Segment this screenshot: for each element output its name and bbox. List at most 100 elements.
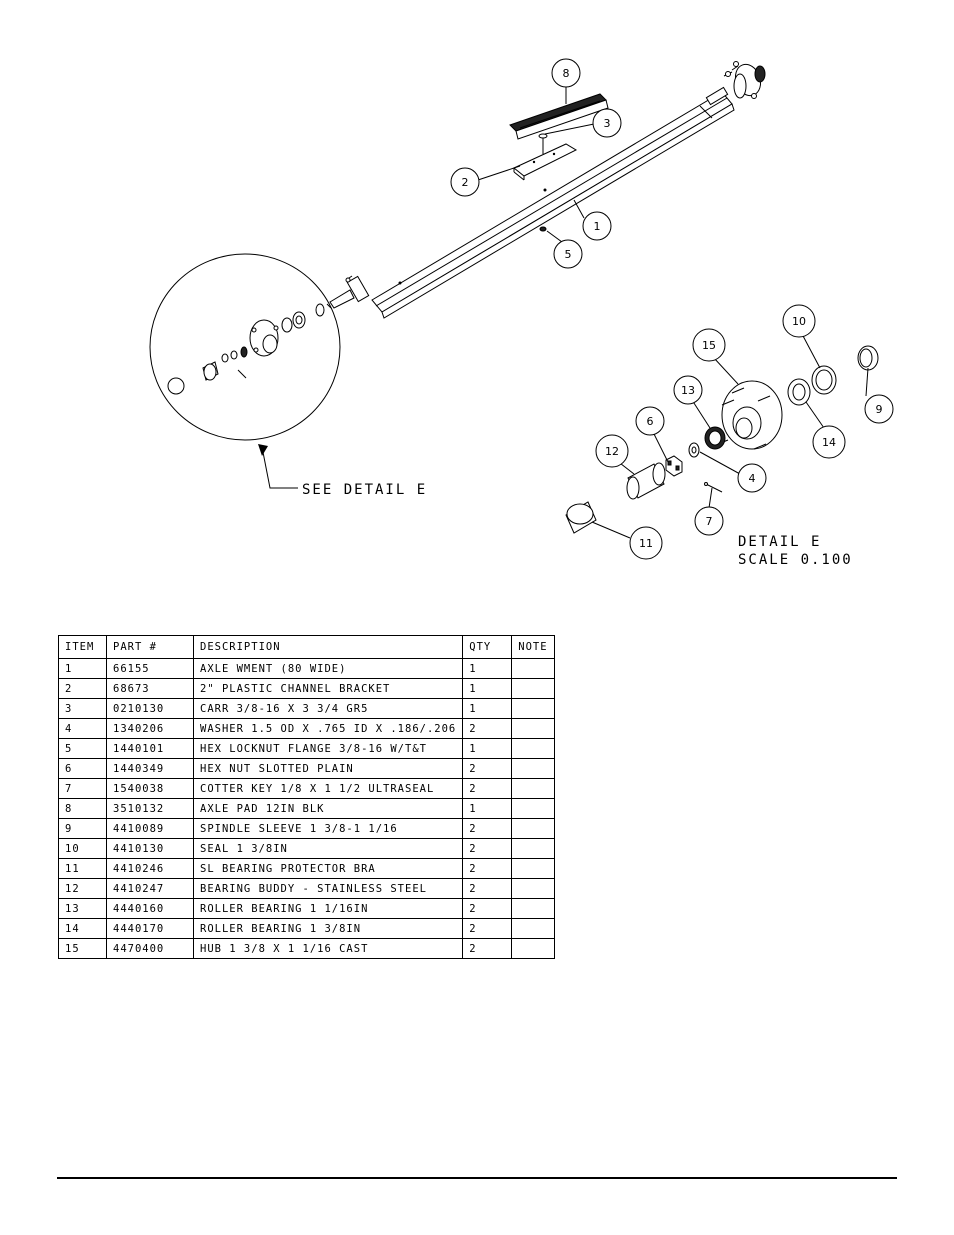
cell-description: AXLE WMENT (80 WIDE) xyxy=(192,658,464,679)
cell-note xyxy=(511,798,555,819)
cell-part: 3510132 xyxy=(106,798,194,819)
col-header-item: ITEM xyxy=(58,635,107,659)
callout-4: 4 xyxy=(737,463,767,493)
svg-text:7: 7 xyxy=(706,515,713,528)
cell-part: 68673 xyxy=(106,678,194,699)
cell-item: 11 xyxy=(58,858,107,879)
cell-qty: 1 xyxy=(462,738,513,759)
cell-part: 1440349 xyxy=(106,758,194,779)
callout-1: 1 xyxy=(582,211,612,241)
channel-bracket xyxy=(513,143,578,181)
cell-part: 4410246 xyxy=(106,858,194,879)
cell-note xyxy=(511,718,555,739)
cell-note xyxy=(511,658,555,679)
cell-description: 2" PLASTIC CHANNEL BRACKET xyxy=(192,678,464,699)
left-exploded-parts xyxy=(167,303,325,395)
cell-description: ROLLER BEARING 1 1/16IN xyxy=(192,898,464,919)
see-detail-leader xyxy=(258,444,298,489)
cell-qty: 2 xyxy=(462,718,513,739)
cell-note xyxy=(511,738,555,759)
cell-part: 1540038 xyxy=(106,778,194,799)
cell-description: BEARING BUDDY - STAINLESS STEEL xyxy=(192,878,464,899)
cell-item: 5 xyxy=(58,738,107,759)
cell-qty: 1 xyxy=(462,678,513,699)
svg-text:6: 6 xyxy=(647,415,654,428)
hex-locknut xyxy=(539,226,547,232)
cell-part: 1440101 xyxy=(106,738,194,759)
cell-part: 66155 xyxy=(106,658,194,679)
axle-tube xyxy=(371,86,735,319)
callout-9: 9 xyxy=(864,394,894,424)
cell-part: 4410089 xyxy=(106,818,194,839)
axle-pad xyxy=(509,93,609,140)
cell-description: SL BEARING PROTECTOR BRA xyxy=(192,858,464,879)
exploded-axle-drawing: SEE DETAIL E xyxy=(149,58,894,568)
cell-part: 4440170 xyxy=(106,918,194,939)
detail-e-parts xyxy=(565,345,879,534)
cell-qty: 2 xyxy=(462,878,513,899)
cell-description: WASHER 1.5 OD X .765 ID X .186/.206 xyxy=(192,718,464,739)
cell-part: 4410130 xyxy=(106,838,194,859)
cell-note xyxy=(511,878,555,899)
see-detail-label: SEE DETAIL E xyxy=(302,482,427,498)
cell-note xyxy=(511,778,555,799)
callout-8: 8 xyxy=(551,58,581,88)
footer-rule xyxy=(57,1177,897,1179)
svg-text:14: 14 xyxy=(822,436,836,449)
cell-qty: 2 xyxy=(462,838,513,859)
cell-note xyxy=(511,758,555,779)
cell-part: 1340206 xyxy=(106,718,194,739)
callout-10: 10 xyxy=(782,304,816,338)
callout-2: 2 xyxy=(450,167,480,197)
svg-text:5: 5 xyxy=(565,248,572,261)
detail-circle xyxy=(149,253,341,441)
carriage-bolt xyxy=(538,133,548,154)
cell-qty: 2 xyxy=(462,758,513,779)
cell-qty: 2 xyxy=(462,898,513,919)
svg-text:2: 2 xyxy=(462,176,469,189)
cell-item: 7 xyxy=(58,778,107,799)
cell-item: 6 xyxy=(58,758,107,779)
cell-qty: 2 xyxy=(462,778,513,799)
right-hub-assembly xyxy=(723,61,766,99)
cell-qty: 2 xyxy=(462,858,513,879)
detail-e-scale: SCALE 0.100 xyxy=(738,552,853,568)
svg-text:9: 9 xyxy=(876,403,883,416)
cell-description: COTTER KEY 1/8 X 1 1/2 ULTRASEAL xyxy=(192,778,464,799)
cell-qty: 2 xyxy=(462,818,513,839)
callout-15: 15 xyxy=(692,328,726,362)
callout-12: 12 xyxy=(595,434,629,468)
svg-text:15: 15 xyxy=(702,339,716,352)
cell-item: 12 xyxy=(58,878,107,899)
callout-7: 7 xyxy=(694,506,724,536)
cell-note xyxy=(511,838,555,859)
left-spindle xyxy=(326,275,370,309)
cell-item: 14 xyxy=(58,918,107,939)
cell-item: 10 xyxy=(58,838,107,859)
cell-note xyxy=(511,858,555,879)
cell-qty: 1 xyxy=(462,658,513,679)
col-header-note: NOTE xyxy=(511,635,555,659)
callout-13: 13 xyxy=(673,375,703,405)
cell-description: SEAL 1 3/8IN xyxy=(192,838,464,859)
svg-text:8: 8 xyxy=(563,67,570,80)
cell-item: 3 xyxy=(58,698,107,719)
cell-description: SPINDLE SLEEVE 1 3/8-1 1/16 xyxy=(192,818,464,839)
cell-part: 0210130 xyxy=(106,698,194,719)
cell-part: 4410247 xyxy=(106,878,194,899)
cell-item: 2 xyxy=(58,678,107,699)
